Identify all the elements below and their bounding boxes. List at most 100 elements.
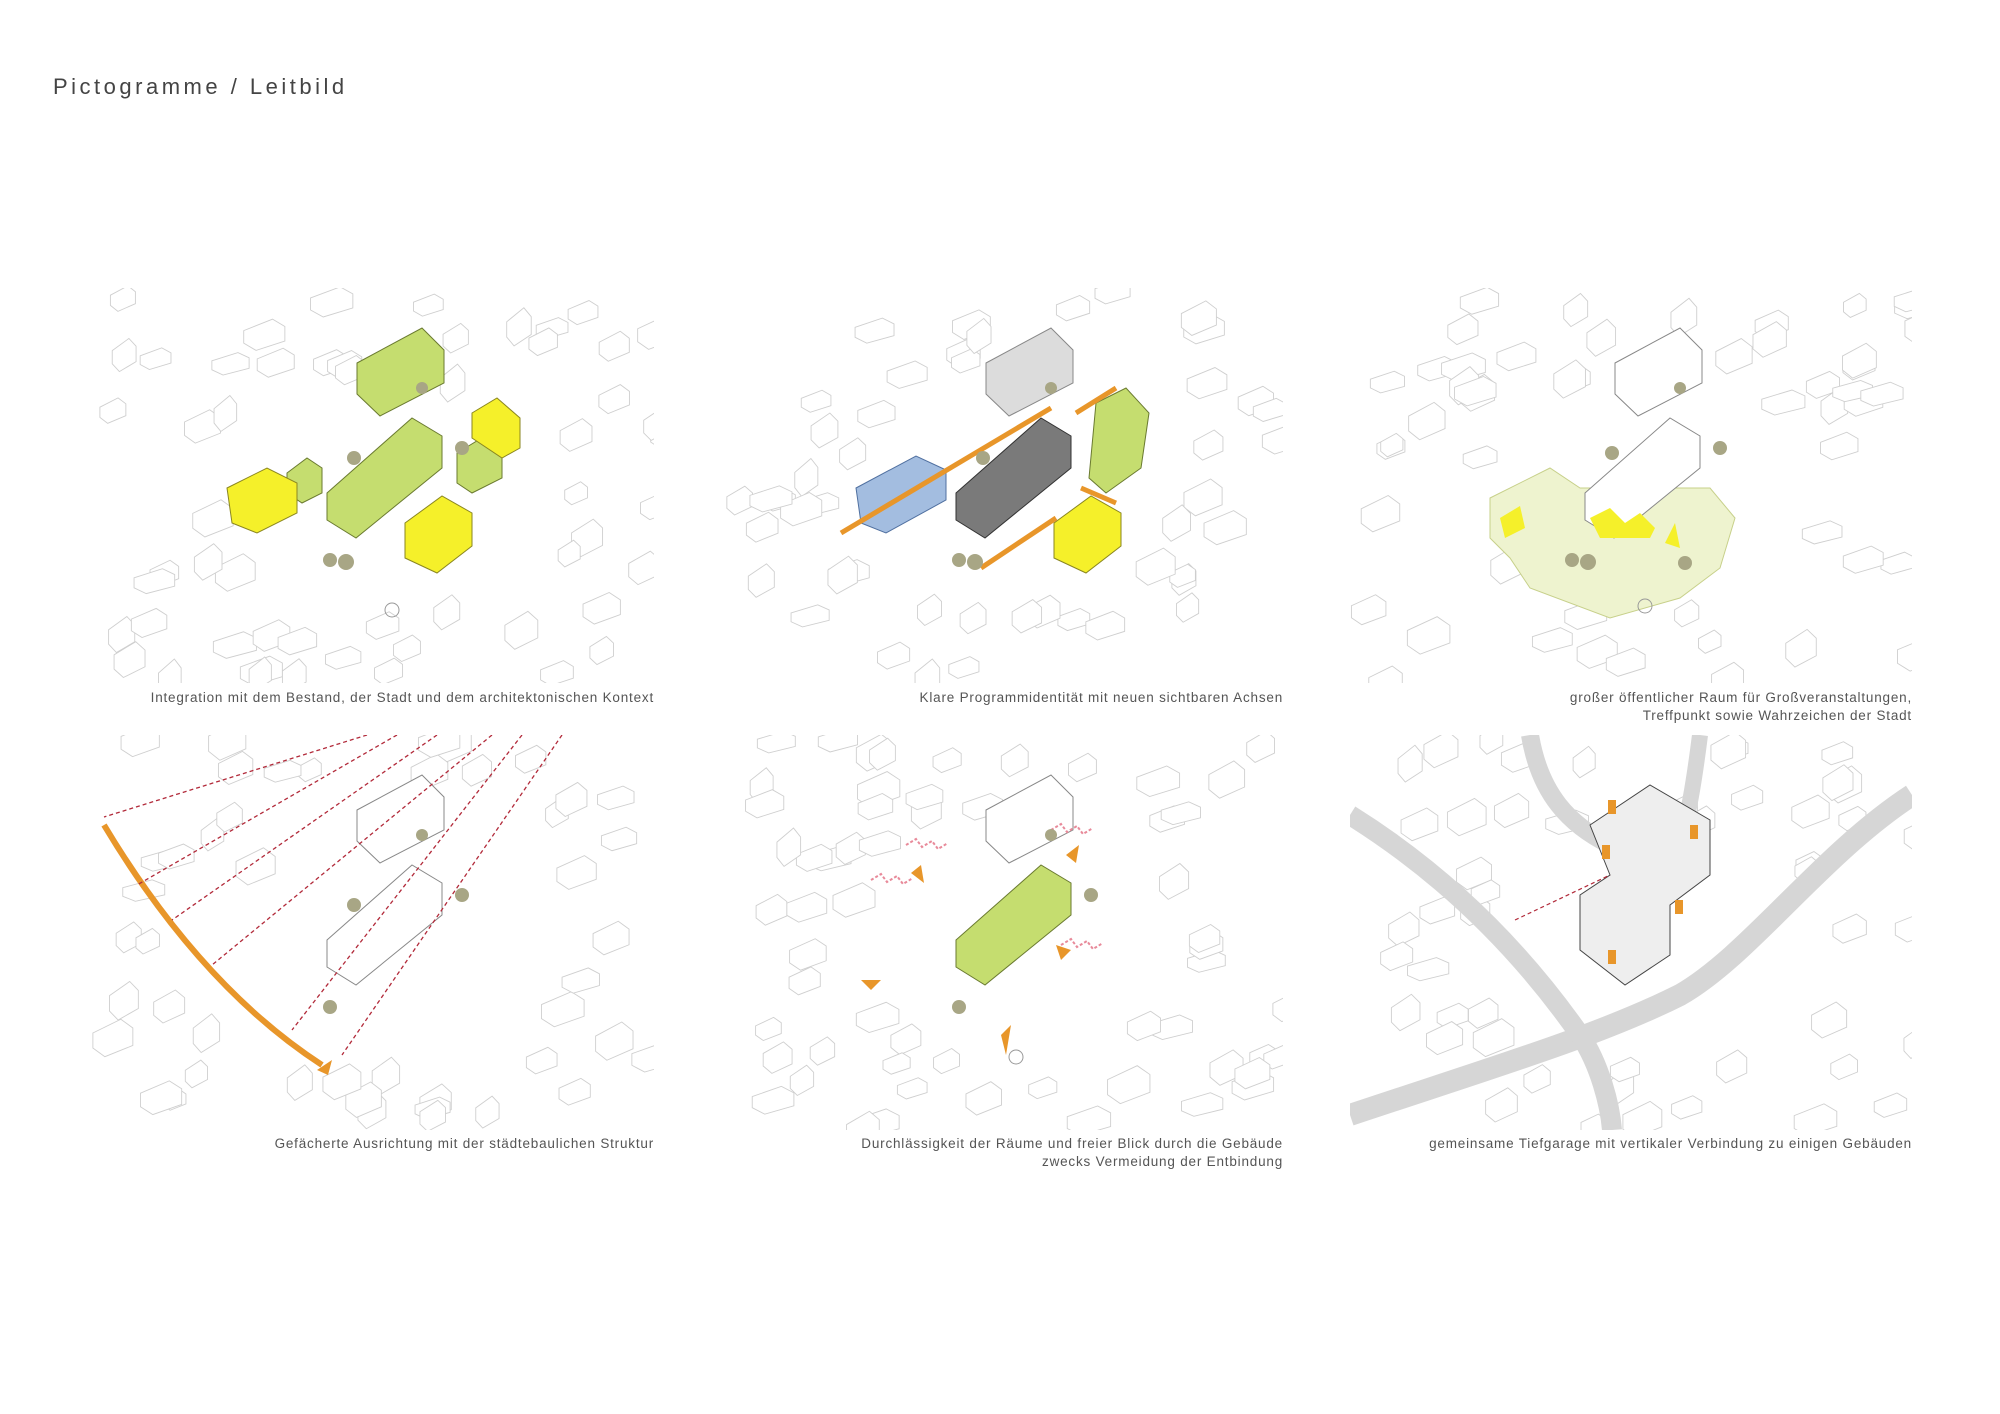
tree [952,1000,966,1014]
context-house [1426,1021,1464,1056]
zigzag-view [905,837,949,851]
context-house [1188,923,1221,953]
building-lightgray [985,327,1074,417]
context-house [789,938,827,971]
context-house [1793,1103,1838,1130]
context-house [286,1064,313,1101]
context-house [1821,741,1854,766]
context-house [1553,359,1586,399]
context-house [1068,752,1097,783]
context-house [235,847,276,886]
context-house [153,989,186,1024]
context-house [1801,520,1843,545]
context-house [297,757,322,783]
context-house [582,591,621,625]
ausrichtung-drawing [92,735,654,1130]
context-house [745,511,779,543]
context-house [208,735,247,761]
building-green-east [1088,387,1150,494]
orange-arrow [1066,845,1079,863]
context-house [795,843,833,872]
context-house [140,1080,183,1116]
building-yellow-south [404,495,473,574]
context-house [789,1064,815,1097]
tree [1045,829,1057,841]
context-house [1028,1076,1058,1100]
context-house [794,457,819,498]
context-house [1407,957,1450,982]
tree [952,553,966,567]
context-house [184,1059,208,1089]
context-house [1609,1056,1640,1083]
context-house [846,1110,880,1130]
durchlaessigkeit-drawing [745,735,1283,1130]
vertical-core [1608,950,1616,964]
context-house [564,481,588,506]
diagram-integration [92,288,654,683]
context-house [855,1001,900,1034]
tree [347,898,361,912]
context-house [1203,510,1247,546]
context-house [1459,288,1500,315]
context-house [1160,801,1201,826]
context-house [628,550,654,586]
context-house [1406,616,1451,655]
context-house [755,893,788,926]
context-house [1761,389,1806,416]
context-house [256,347,295,378]
orange-arrow [861,980,881,990]
context-house [1531,627,1573,653]
context-house [932,747,962,774]
context-house [263,759,302,783]
context-house [1791,794,1830,829]
context-house [1580,1113,1607,1130]
context-house [567,300,599,326]
context-house [1368,665,1403,683]
context-house [1670,297,1698,338]
diagram-durchlaessigkeit [721,735,1283,1130]
context-house [216,801,243,833]
context-house [1860,381,1904,407]
context-house [1811,1001,1848,1039]
context-house [392,634,421,663]
vertical-core [1608,800,1616,814]
building-green-main [955,864,1072,986]
orange-arrow [1056,945,1071,960]
context-house [158,843,195,870]
context-house [592,920,630,956]
building-yellow-south [1053,495,1122,574]
context-house [1388,911,1420,947]
context-house [933,1048,960,1075]
context-house [310,288,354,318]
context-house [595,1021,634,1061]
context-house [1193,429,1224,461]
context-house [557,539,581,568]
context-house [217,750,254,785]
context-buildings [726,288,1283,683]
context-house [1246,735,1275,763]
context-house [1380,941,1414,972]
context-house [192,1013,221,1054]
context-house [917,593,942,627]
tree [416,382,428,394]
context-house [857,399,896,429]
context-house [130,607,168,639]
axis-arrow [1080,485,1117,506]
context-house [817,735,858,753]
dashed-axis [341,735,563,1056]
context-house [558,1077,591,1106]
building-outline [1614,327,1703,417]
context-house [1563,292,1589,328]
context-house [1485,1087,1518,1123]
context-house [827,555,858,595]
tree [1674,382,1686,394]
yellow-facade [1590,508,1655,538]
context-house [1622,1100,1663,1130]
context-house [525,1046,558,1075]
orange-arrow [911,865,924,883]
axis-arrow [979,515,1058,571]
context-house [1479,735,1504,755]
context-house [1873,1092,1908,1118]
context-house [762,1041,793,1074]
context-house [214,553,256,592]
